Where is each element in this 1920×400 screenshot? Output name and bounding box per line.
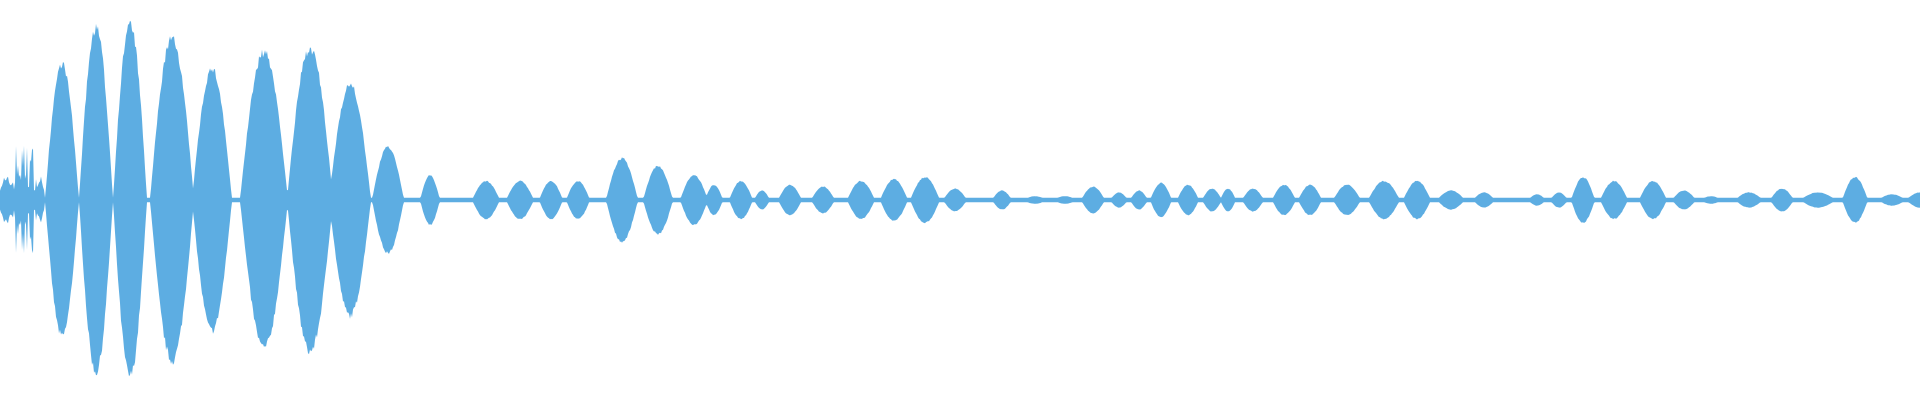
waveform-shape	[0, 20, 1920, 377]
